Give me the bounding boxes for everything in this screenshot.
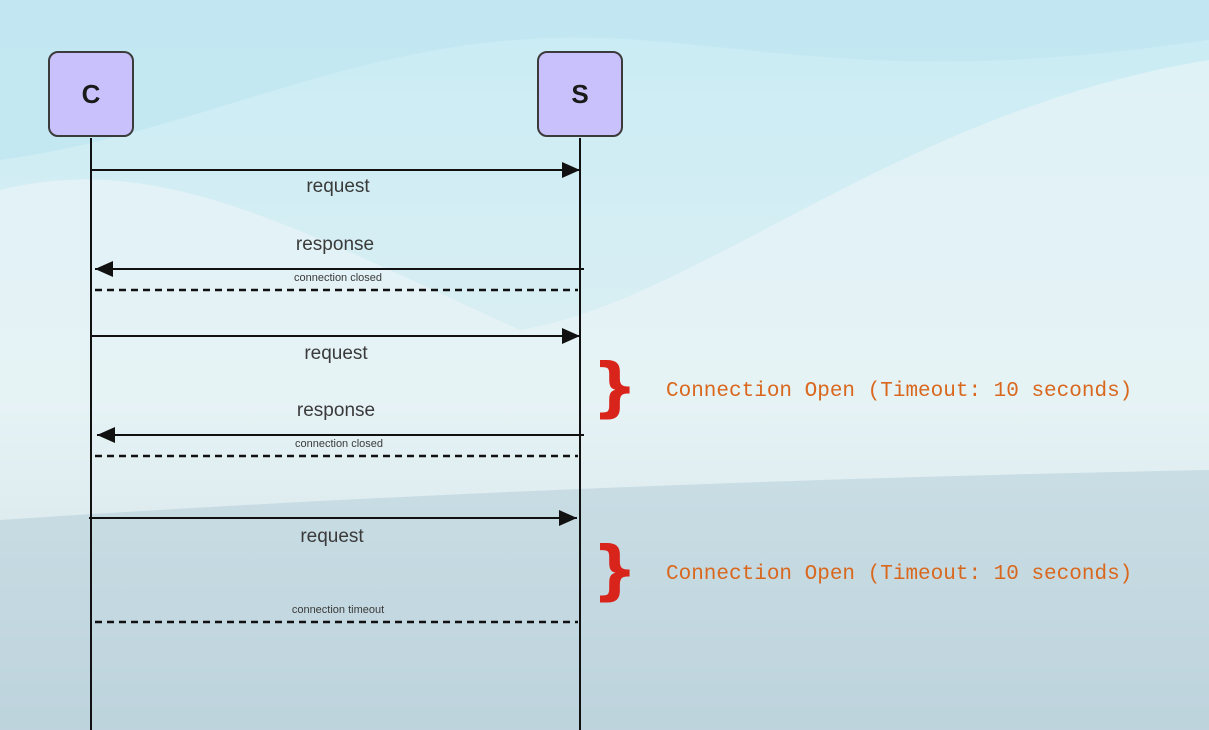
brace-icon-1: } — [592, 351, 638, 425]
connection-closed-label-1: connection closed — [293, 272, 383, 284]
connection-timeout-label: connection timeout — [291, 604, 385, 616]
response-label-2: response — [296, 400, 376, 421]
request-label-2: request — [304, 343, 368, 364]
client-label: C — [81, 78, 101, 109]
client-node: C — [48, 51, 134, 137]
request-label-3: request — [300, 526, 364, 547]
brace-icon-2: } — [592, 534, 638, 608]
server-node: S — [537, 51, 623, 137]
response-label-1: response — [295, 234, 375, 255]
request-label-1: request — [306, 176, 370, 197]
connection-closed-label-2: connection closed — [294, 438, 384, 450]
server-label: S — [571, 78, 589, 109]
connection-open-note-2: Connection Open (Timeout: 10 seconds) — [666, 563, 1133, 586]
connection-open-note-1: Connection Open (Timeout: 10 seconds) — [666, 380, 1133, 403]
